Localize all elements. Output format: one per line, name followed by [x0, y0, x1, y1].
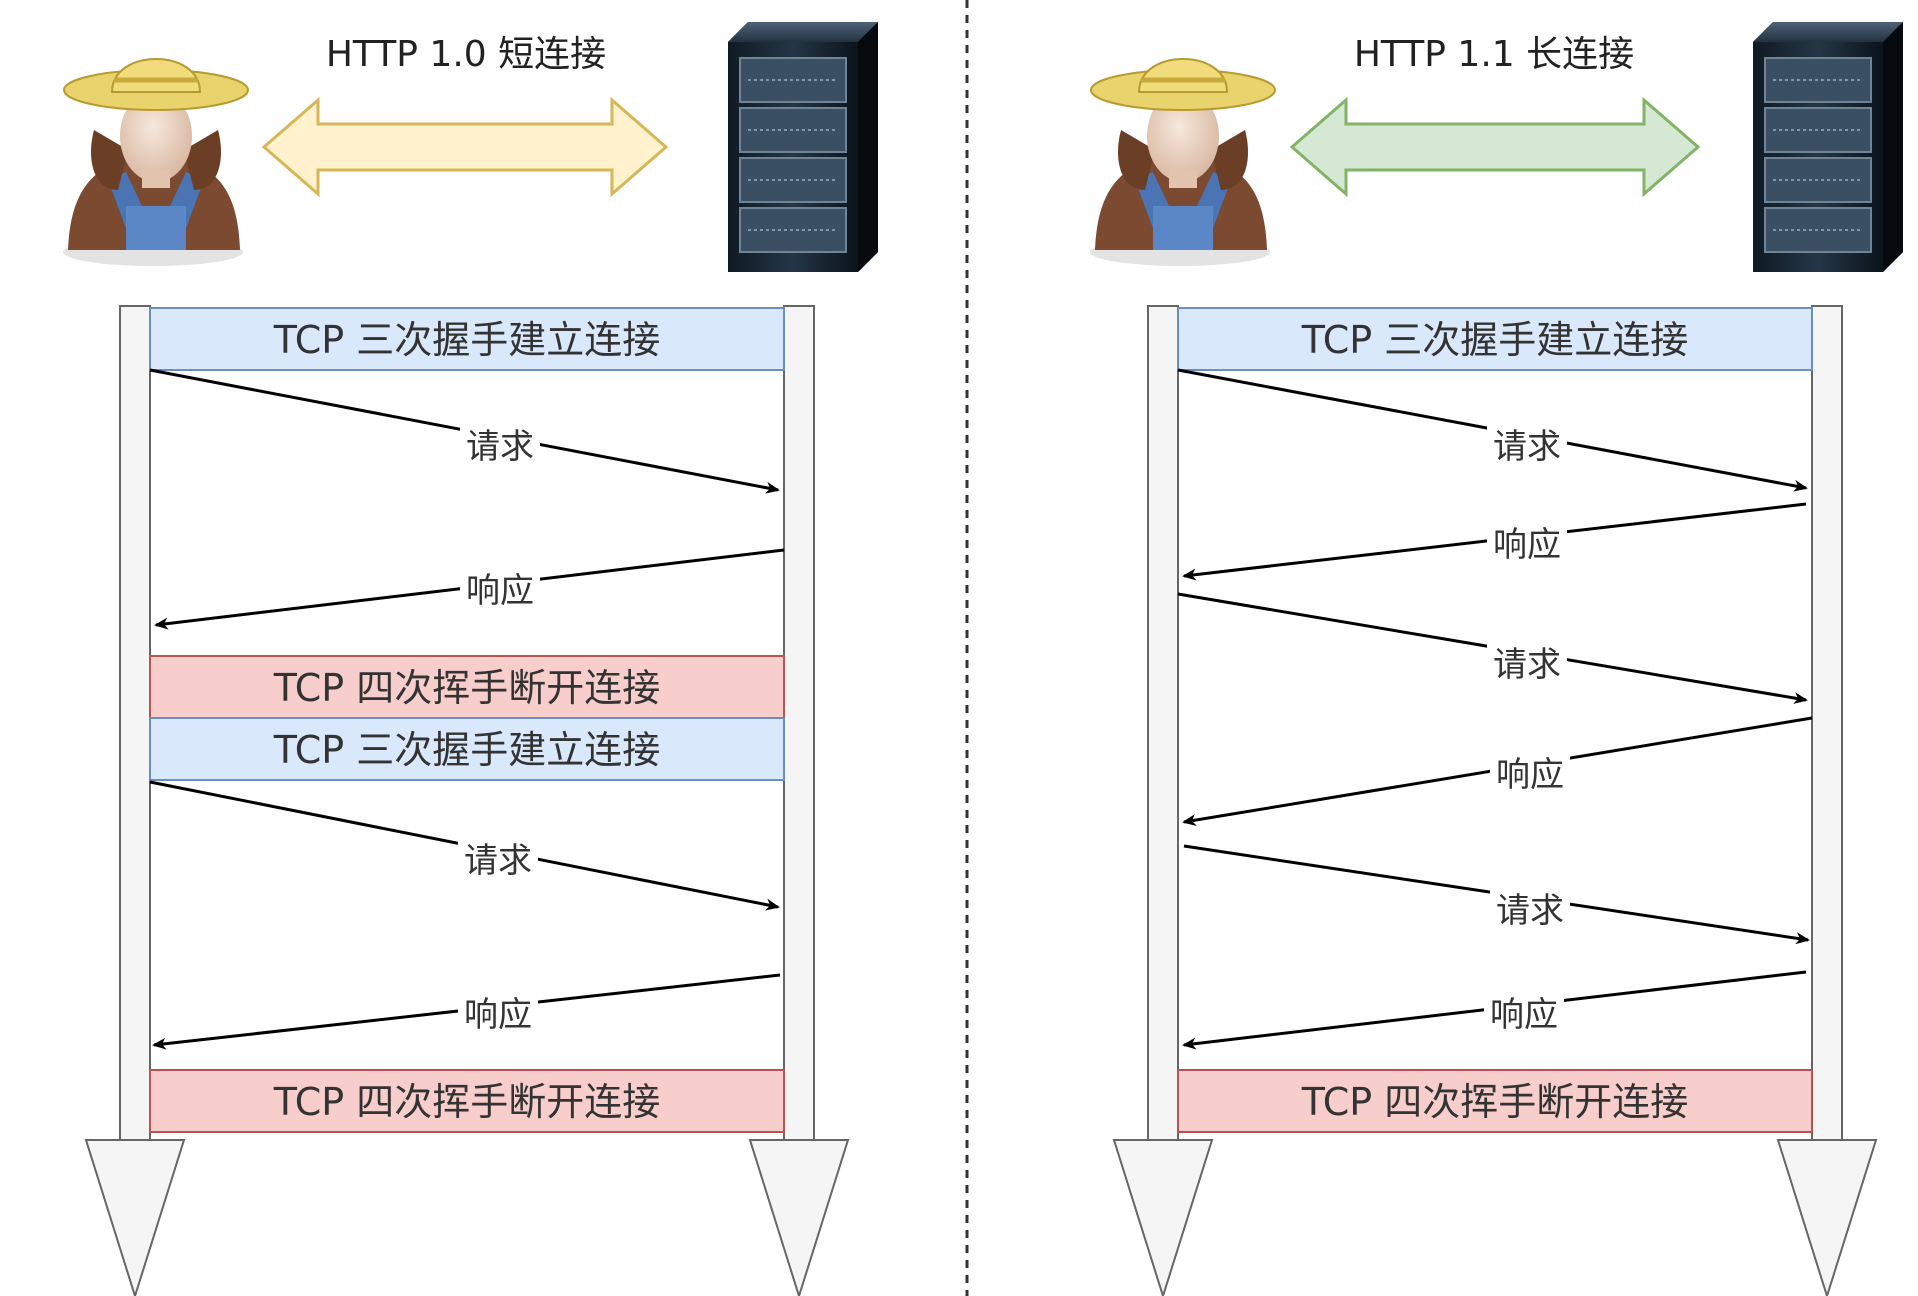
svg-text:响应: 响应 [464, 995, 532, 1035]
panel-http11: HTTP 1.1 长连接 [1090, 22, 1903, 1296]
svg-text:TCP 三次握手建立连接: TCP 三次握手建立连接 [273, 318, 661, 362]
svg-text:TCP 四次挥手断开连接: TCP 四次挥手断开连接 [273, 666, 661, 710]
panel-http10: HTTP 1.0 短连接 [63, 22, 878, 1296]
request-message: 请求 [149, 368, 780, 494]
tcp-teardown-box: TCP 四次挥手断开连接 [149, 1069, 785, 1133]
tcp-teardown-box: TCP 四次挥手断开连接 [1177, 1069, 1813, 1133]
response-message: 响应 [1182, 502, 1807, 581]
request-message: 请求 [1183, 844, 1810, 945]
panel-title: HTTP 1.1 长连接 [1354, 34, 1634, 75]
svg-text:TCP 四次挥手断开连接: TCP 四次挥手断开连接 [273, 1080, 661, 1124]
double-arrow-icon [261, 96, 669, 198]
request-message: 请求 [1177, 368, 1808, 492]
svg-text:请求: 请求 [1493, 645, 1561, 685]
response-message: 响应 [154, 548, 785, 630]
svg-text:请求: 请求 [466, 427, 534, 467]
request-message: 请求 [1177, 592, 1808, 704]
response-message: 响应 [1182, 970, 1807, 1050]
svg-text:请求: 请求 [1496, 891, 1564, 931]
tcp-teardown-box: TCP 四次挥手断开连接 [149, 655, 785, 719]
svg-text:请求: 请求 [1493, 427, 1561, 467]
person-icon [1090, 58, 1276, 266]
panel-title: HTTP 1.0 短连接 [326, 34, 606, 75]
server-lifeline [1776, 305, 1878, 1296]
svg-text:响应: 响应 [466, 571, 534, 611]
response-message: 响应 [152, 973, 781, 1050]
response-message: 响应 [1182, 716, 1813, 826]
double-arrow-icon [1289, 96, 1701, 198]
tcp-handshake-box: TCP 三次握手建立连接 [1177, 307, 1813, 371]
svg-text:TCP 三次握手建立连接: TCP 三次握手建立连接 [273, 728, 661, 772]
request-message: 请求 [149, 780, 780, 911]
tcp-handshake-box: TCP 三次握手建立连接 [149, 717, 785, 781]
svg-text:TCP 四次挥手断开连接: TCP 四次挥手断开连接 [1301, 1080, 1689, 1124]
svg-text:响应: 响应 [1493, 525, 1561, 565]
svg-text:TCP 三次握手建立连接: TCP 三次握手建立连接 [1301, 318, 1689, 362]
svg-text:请求: 请求 [464, 841, 532, 881]
server-icon [1753, 22, 1903, 272]
client-lifeline [84, 305, 186, 1296]
server-lifeline [748, 305, 850, 1296]
svg-text:响应: 响应 [1490, 995, 1558, 1035]
server-icon [728, 22, 878, 272]
person-icon [63, 58, 249, 266]
svg-text:响应: 响应 [1496, 755, 1564, 795]
client-lifeline [1112, 305, 1214, 1296]
tcp-handshake-box: TCP 三次握手建立连接 [149, 307, 785, 371]
